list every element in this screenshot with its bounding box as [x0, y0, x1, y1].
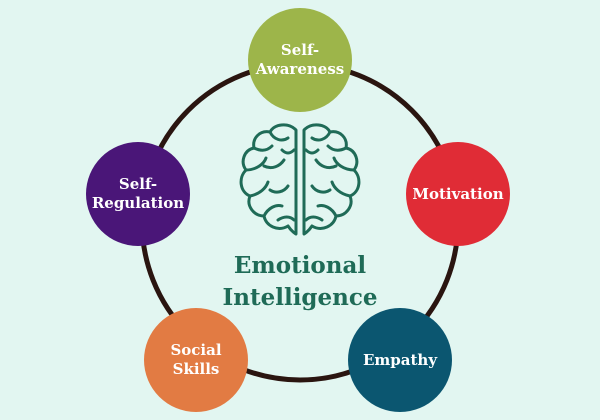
node-motivation: Motivation	[406, 142, 510, 246]
node-self-regulation: Self- Regulation	[86, 142, 190, 246]
node-social-skills: Social Skills	[144, 308, 248, 412]
center-title: Emotional Intelligence	[222, 252, 378, 311]
node-self-awareness: Self- Awareness	[248, 8, 352, 112]
brain-icon	[239, 123, 361, 236]
node-empathy: Empathy	[348, 308, 452, 412]
